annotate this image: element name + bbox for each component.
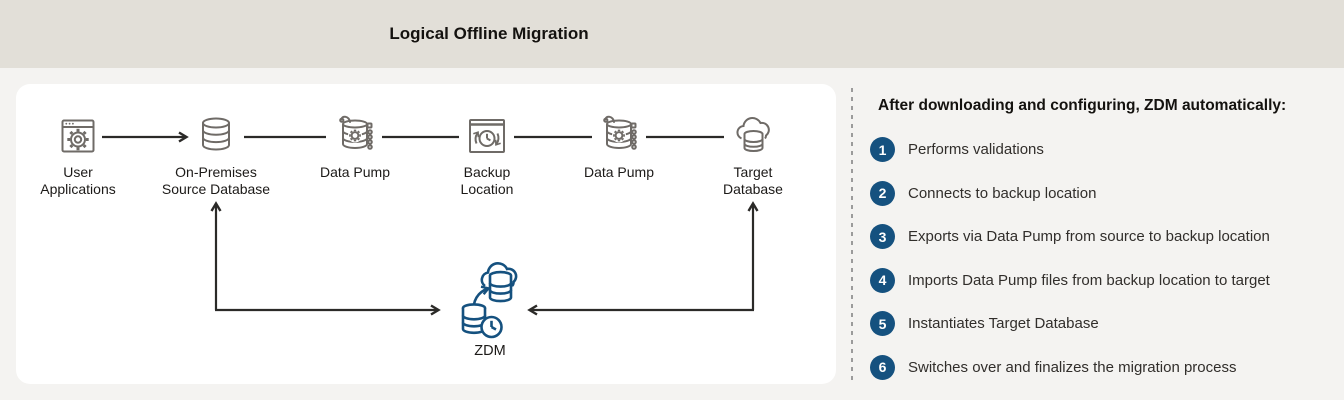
step-number-badge: 1: [870, 137, 895, 162]
step-item-2: 2 Connects to backup location: [870, 180, 1336, 206]
diagram-panel: User Applications On-Premises Source Dat…: [16, 84, 836, 384]
node-user-applications: User Applications: [3, 111, 153, 198]
connector-arrows: [102, 131, 759, 316]
step-number-badge: 5: [870, 311, 895, 336]
cloud-database-icon: [678, 111, 828, 161]
database-icon: [141, 111, 291, 161]
node-target-database: Target Database: [678, 111, 828, 198]
node-data-pump-2: Data Pump: [544, 111, 694, 181]
node-source-database: On-Premises Source Database: [141, 111, 291, 198]
zdm-icon: [448, 258, 532, 342]
step-number-badge: 4: [870, 267, 895, 293]
title-bar: [0, 0, 1344, 68]
node-label: Target Database: [723, 164, 783, 197]
sidebar-heading: After downloading and configuring, ZDM a…: [878, 97, 1287, 114]
step-item-4: 4 Imports Data Pump files from backup lo…: [870, 267, 1336, 293]
node-label: User Applications: [40, 164, 116, 197]
step-item-3: 3 Exports via Data Pump from source to b…: [870, 224, 1336, 249]
step-text: Imports Data Pump files from backup loca…: [908, 271, 1270, 289]
step-number-badge: 6: [870, 354, 895, 380]
step-number-badge: 2: [870, 180, 895, 206]
node-backup-location: Backup Location: [412, 111, 562, 198]
steps-list: 1 Performs validations 2 Connects to bac…: [870, 137, 1336, 398]
zdm-label: ZDM: [474, 343, 506, 359]
step-text: Performs validations: [908, 141, 1044, 158]
step-text: Exports via Data Pump from source to bac…: [908, 228, 1270, 245]
step-item-6: 6 Switches over and finalizes the migrat…: [870, 354, 1336, 380]
node-label: Data Pump: [583, 164, 655, 180]
step-text: Switches over and finalizes the migratio…: [908, 358, 1237, 376]
page-title: Logical Offline Migration: [389, 24, 589, 43]
backup-clock-window-icon: [412, 111, 562, 161]
node-data-pump-1: Data Pump: [280, 111, 430, 181]
step-text: Instantiates Target Database: [908, 315, 1099, 332]
step-item-1: 1 Performs validations: [870, 137, 1336, 162]
dashed-divider: [851, 88, 853, 384]
data-pump-icon: [280, 111, 430, 161]
node-label: On-Premises Source Database: [161, 164, 271, 197]
step-item-5: 5 Instantiates Target Database: [870, 311, 1336, 336]
app-window-gear-icon: [3, 111, 153, 161]
node-label: Data Pump: [319, 164, 391, 180]
data-pump-icon: [544, 111, 694, 161]
step-text: Connects to backup location: [908, 184, 1097, 202]
node-label: Backup Location: [460, 164, 514, 197]
step-number-badge: 3: [870, 224, 895, 249]
